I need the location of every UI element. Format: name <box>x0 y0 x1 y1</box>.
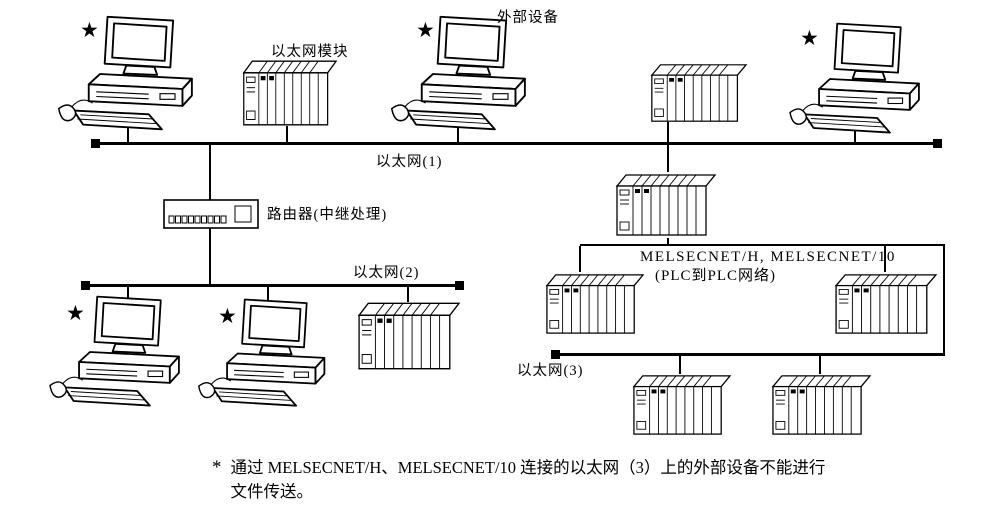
computer-icon <box>190 296 342 411</box>
melsecnet-label-line2: (PLC到PLC网络) <box>655 267 777 284</box>
plc-module-ethernet3-right <box>769 373 872 437</box>
ethernet2-bus-line <box>85 284 463 287</box>
router-downlink-line <box>209 228 211 285</box>
pc2-drop-line <box>457 118 459 142</box>
footnote-line2: 文件传送。 <box>230 481 314 501</box>
plc-rack-icon <box>648 62 748 124</box>
external-device-label: 外部设备 <box>497 10 559 26</box>
ethernet3-terminator-left <box>551 350 560 359</box>
computer-5 <box>190 296 342 411</box>
melsecnet-label-line1: MELSECNET/H, MELSECNET/10 <box>640 249 896 265</box>
computer-icon <box>40 293 198 411</box>
ethernet2-label: 以太网(2) <box>353 265 420 281</box>
plc-rack-icon <box>240 58 338 128</box>
plc-rack-icon <box>613 172 717 238</box>
plc-module-right-top <box>648 62 748 124</box>
ethernet-module-label: 以太网模块 <box>271 44 349 60</box>
ethernet-module-drop-line <box>286 126 288 142</box>
melsecnet-to-ethernet3-line <box>943 244 945 355</box>
plc-ethernet3-right-drop-line <box>819 356 821 374</box>
plc-module-ethernet3-left <box>630 373 732 437</box>
plc-rack-icon <box>355 300 461 372</box>
ethernet3-label: 以太网(3) <box>517 363 584 379</box>
plc-rack-icon <box>769 373 872 437</box>
ethernet1-bus-line <box>95 142 940 145</box>
plc-melsecnet-master-downlink-line <box>667 238 669 246</box>
plc-ethernet3-left-drop-line <box>679 356 681 374</box>
plc-right-top-drop-line <box>667 122 669 142</box>
pc1-drop-line <box>127 118 129 142</box>
plc-melsecnet-master-uplink-line <box>667 145 669 172</box>
plc-melsecnet-left-drop-line <box>579 246 581 272</box>
ethernet2-terminator-left <box>81 281 90 290</box>
plc-ethernet2-drop-line <box>407 287 409 302</box>
computer-icon <box>55 10 205 138</box>
melsecnet-label: MELSECNET/H, MELSECNET/10 (PLC到PLC网络) <box>640 248 896 286</box>
star-marker-2: ★ <box>416 18 435 42</box>
ethernet1-terminator-left <box>91 139 100 148</box>
star-marker-3: ★ <box>800 26 819 50</box>
plc-module-ethernet2 <box>355 300 461 372</box>
star-marker-5: ★ <box>218 304 237 328</box>
plc-rack-icon <box>543 272 645 336</box>
router-label: 路由器(中继处理) <box>267 207 388 223</box>
computer-1 <box>55 10 205 138</box>
computer-4 <box>40 293 198 411</box>
pc3-drop-line <box>854 126 856 142</box>
plc-module-melsecnet-master <box>613 172 717 238</box>
ethernet3-bus-line <box>555 353 945 356</box>
router <box>163 199 259 229</box>
ethernet1-label: 以太网(1) <box>376 154 443 170</box>
ethernet-module <box>240 58 338 128</box>
star-marker-4: ★ <box>66 301 85 325</box>
computer-icon <box>388 10 538 138</box>
router-uplink-line <box>209 145 211 200</box>
footnote-line1: 通过 MELSECNET/H、MELSECNET/10 连接的以太网（3）上的外… <box>230 458 826 477</box>
footnote-marker: * <box>212 457 222 478</box>
footnote: * 通过 MELSECNET/H、MELSECNET/10 连接的以太网（3）上… <box>212 456 825 504</box>
ethernet1-terminator-right <box>933 139 942 148</box>
plc-rack-icon <box>630 373 732 437</box>
plc-melsecnet-right-drop-line <box>884 246 886 272</box>
ethernet2-terminator-right <box>455 281 464 290</box>
footnote-text: 通过 MELSECNET/H、MELSECNET/10 连接的以太网（3）上的外… <box>231 456 826 504</box>
star-marker-1: ★ <box>80 18 99 42</box>
router-icon <box>163 199 259 229</box>
melsecnet-bus-line <box>580 244 945 246</box>
computer-2 <box>388 10 538 138</box>
plc-module-melsecnet-left <box>543 272 645 336</box>
